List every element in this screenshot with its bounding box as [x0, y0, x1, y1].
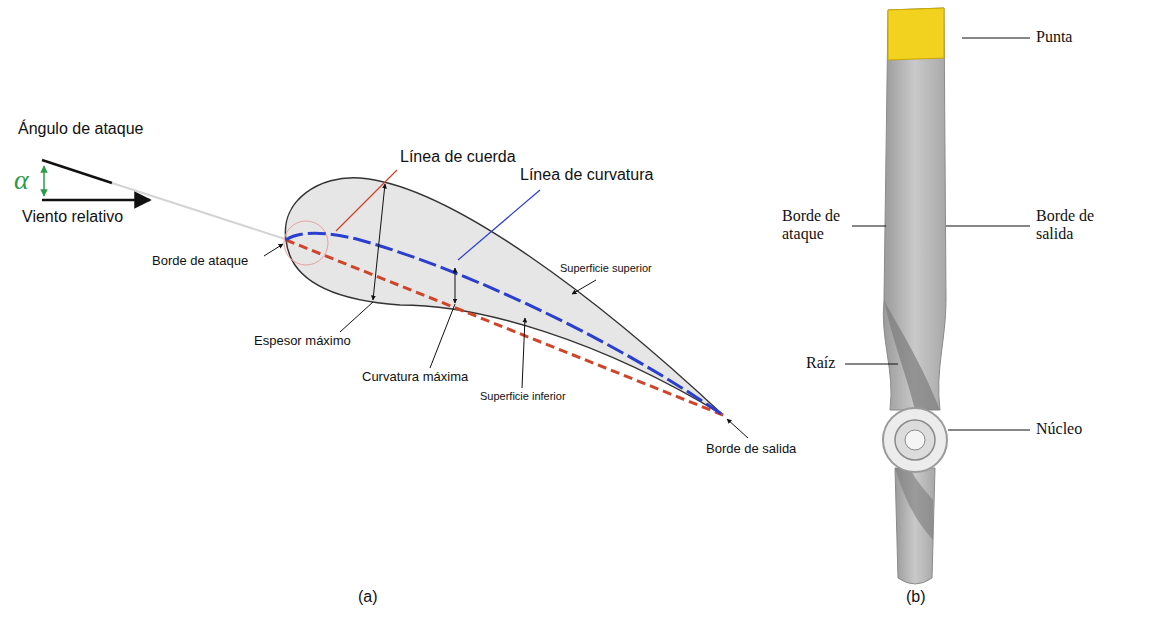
chord-label: Línea de cuerda: [400, 148, 516, 166]
camber-line-label: Línea de curvatura: [520, 166, 653, 184]
thickness-label: Espesor máximo: [254, 334, 351, 349]
propeller-part-label: Raíz: [806, 354, 835, 372]
propeller-part-label: Núcleo: [1036, 420, 1082, 438]
angle-label: Ángulo de ataque: [18, 120, 143, 138]
leader-lines: [845, 38, 1030, 430]
wind-label: Viento relativo: [22, 208, 123, 226]
propeller-part-label: Borde de salida: [1036, 207, 1108, 244]
part-label: Borde de ataque: [152, 254, 248, 269]
leader-lines: [264, 170, 748, 438]
panel-caption: (a): [358, 588, 378, 606]
propeller-part-label: Punta: [1036, 28, 1072, 46]
part-label: Borde de salida: [706, 442, 796, 457]
alpha-symbol: α: [14, 164, 29, 196]
surface-label: Superficie superior: [560, 262, 652, 275]
airfoil: [284, 178, 723, 415]
max-camber-label: Curvatura máxima: [362, 370, 468, 385]
panel-caption: (b): [906, 588, 926, 606]
angle-of-attack: [42, 160, 285, 239]
surface-label: Superficie inferior: [480, 390, 566, 403]
propeller-part-label: Borde de ataque: [782, 207, 854, 244]
propeller: [883, 8, 947, 584]
